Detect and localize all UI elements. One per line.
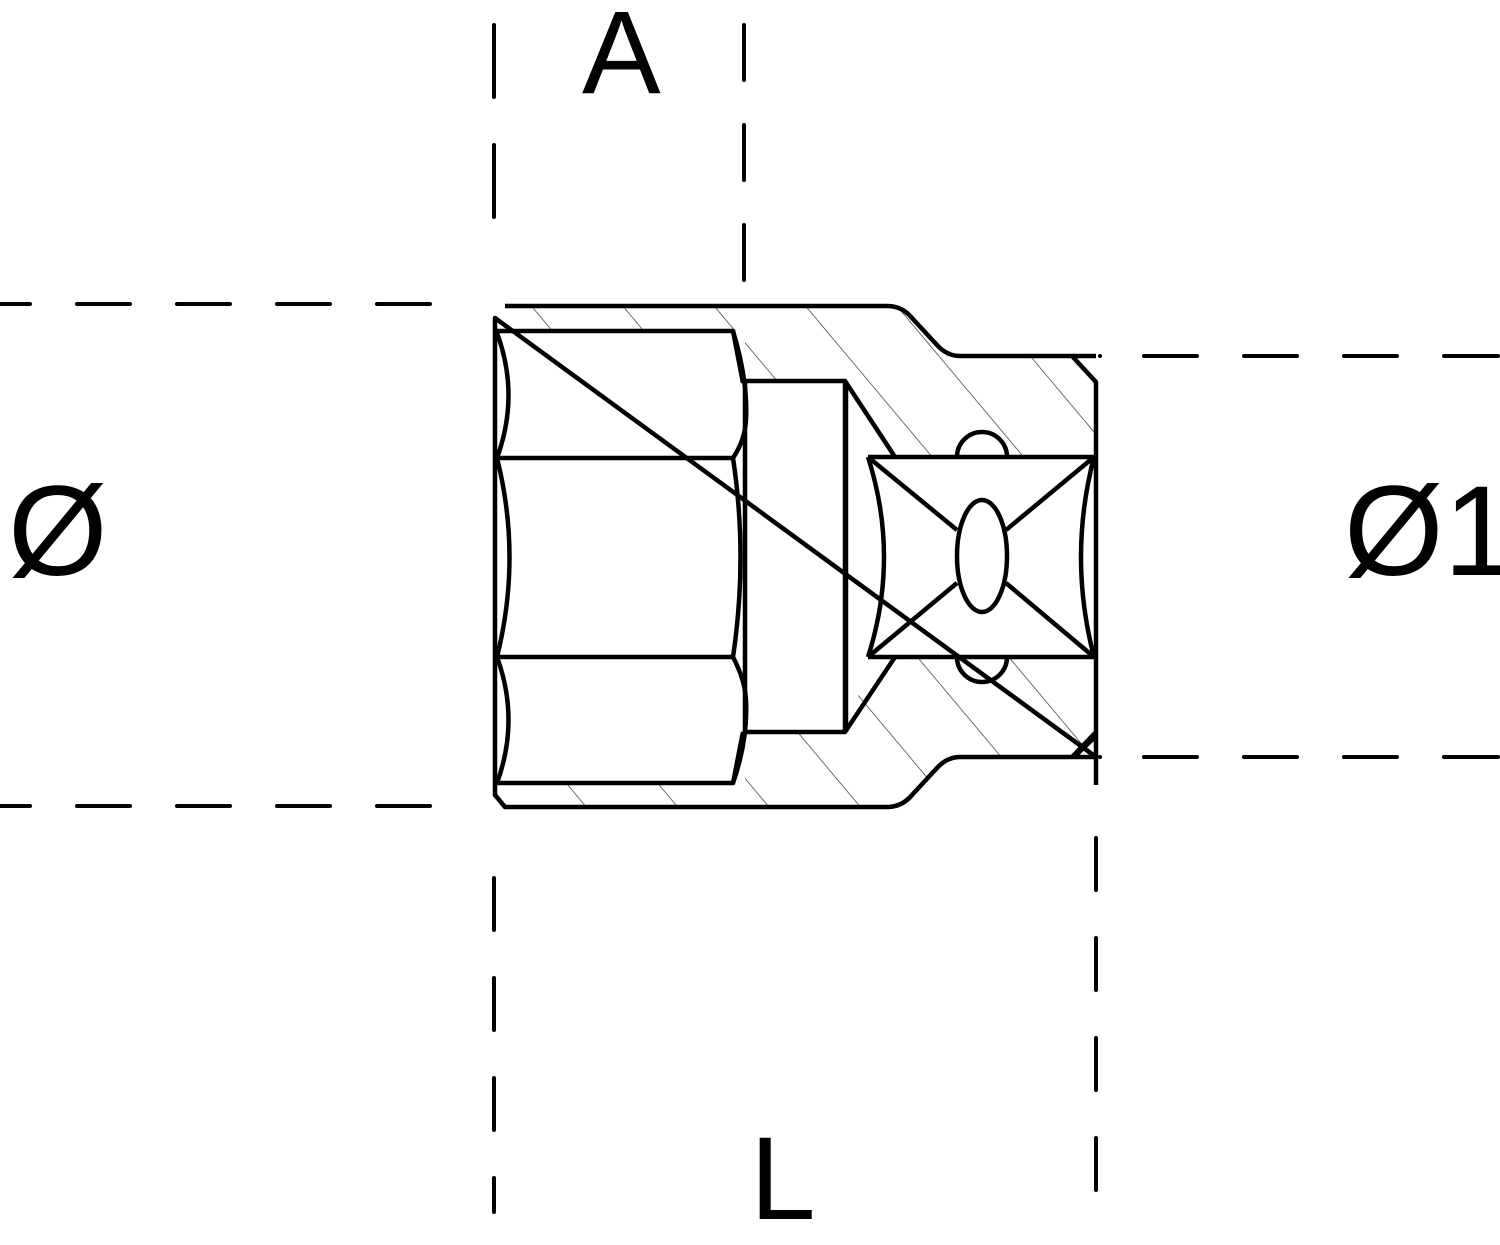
hex-right-arc-2	[730, 457, 743, 658]
dimension-label-a: A	[582, 0, 661, 119]
taper-top	[843, 379, 897, 459]
hex-left-arc-2	[494, 457, 512, 658]
ball-detent-ellipse	[954, 497, 1010, 615]
outlines	[492, 303, 1099, 810]
drive-chamfer-bottom	[1072, 734, 1098, 759]
dimension-lines	[0, 23, 1500, 1214]
taper-bottom	[843, 655, 897, 734]
taper-cavity	[845, 381, 872, 732]
hex-bore	[495, 331, 745, 783]
detent-top-outline	[954, 429, 1010, 458]
outer-profile	[492, 303, 1099, 810]
detent-bottom-outline	[954, 656, 1010, 685]
square-diag-4	[1004, 581, 1096, 659]
detent-top	[957, 432, 1007, 457]
counterbore	[745, 381, 845, 732]
square-right-arc	[1078, 456, 1097, 658]
socket-body	[495, 306, 1096, 807]
dimension-label-diameter: Ø	[8, 460, 108, 603]
hex-left-arc-1	[494, 332, 511, 459]
square-left-arc	[865, 456, 887, 658]
dimension-label-diameter-1: Ø1	[1344, 460, 1500, 603]
hex-left-arc-3	[494, 656, 511, 784]
dimension-label-l: L	[750, 1113, 816, 1245]
square-diag-2	[1004, 455, 1096, 532]
square-diag-1	[866, 455, 959, 532]
square-diag-3	[866, 581, 959, 659]
